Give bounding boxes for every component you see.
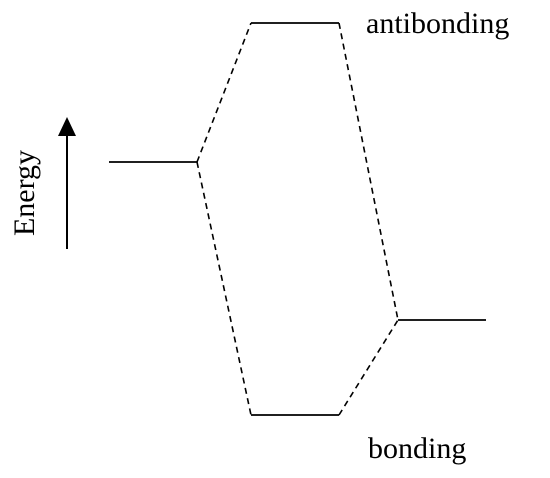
energy-axis-label: Energy xyxy=(8,150,41,236)
connector-bonding-to-right xyxy=(338,319,399,416)
antibonding-label: antibonding xyxy=(366,7,509,40)
energy-arrow-head xyxy=(58,117,76,136)
connector-left-to-bonding xyxy=(196,161,252,416)
connector-antibonding-to-right xyxy=(338,22,399,321)
connector-left-to-antibonding xyxy=(196,22,252,163)
bonding-label: bonding xyxy=(368,432,466,465)
energy-axis: Energy xyxy=(8,117,76,249)
